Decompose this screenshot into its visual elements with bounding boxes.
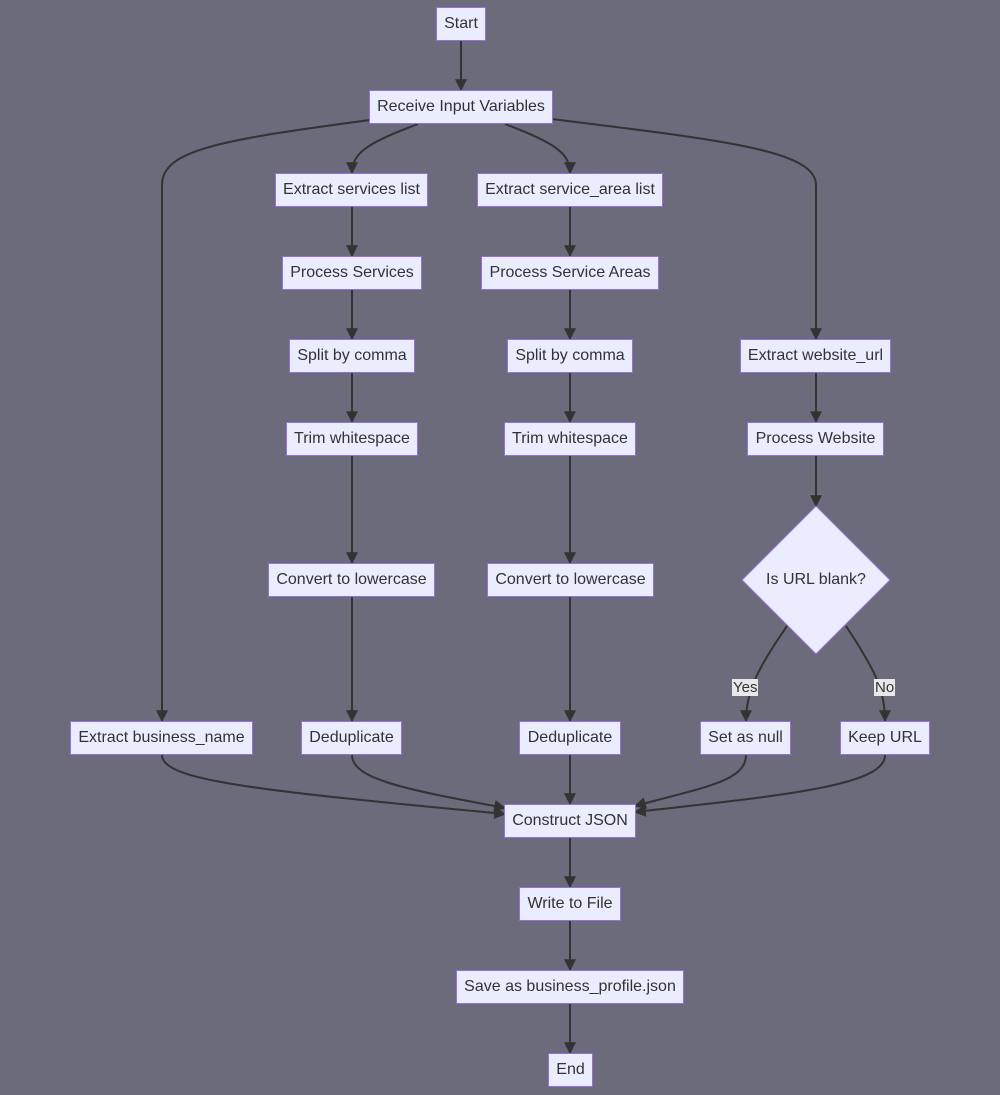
edge-decision-no (845, 625, 891, 723)
edge-dedup-services-json (351, 754, 507, 812)
end-node: End (548, 1053, 593, 1087)
start-node: Start (436, 7, 486, 41)
extract-business-name-node: Extract business_name (70, 721, 253, 755)
dedup-areas-node: Deduplicate (519, 721, 621, 755)
process-website-node: Process Website (747, 422, 884, 456)
edge-label-no: No (874, 679, 896, 696)
extract-website-node: Extract website_url (740, 339, 891, 373)
process-services-node: Process Services (282, 256, 422, 290)
keep-url-node: Keep URL (840, 721, 930, 755)
set-null-node: Set as null (700, 721, 791, 755)
edge-label-yes: Yes (732, 679, 759, 696)
trim-areas-node: Trim whitespace (504, 422, 636, 456)
url-blank-decision-label: Is URL blank? (766, 571, 866, 588)
receive-input-node: Receive Input Variables (369, 90, 553, 124)
process-service-areas-node: Process Service Areas (481, 256, 659, 290)
save-profile-node: Save as business_profile.json (456, 970, 684, 1004)
dedup-services-node: Deduplicate (301, 721, 402, 755)
lowercase-services-node: Convert to lowercase (268, 563, 435, 597)
edge-setnull-json (633, 754, 747, 809)
split-services-node: Split by comma (289, 339, 415, 373)
trim-services-node: Trim whitespace (286, 422, 418, 456)
write-file-node: Write to File (519, 887, 621, 921)
edge-keepurl-json (633, 754, 886, 817)
edge-receive-business-name (156, 119, 371, 723)
edge-receive-services (346, 123, 419, 175)
edge-receive-service-area (504, 123, 576, 175)
decision-diamond (741, 505, 891, 655)
extract-service-area-node: Extract service_area list (477, 173, 663, 207)
construct-json-node: Construct JSON (504, 804, 636, 838)
lowercase-areas-node: Convert to lowercase (487, 563, 654, 597)
edge-receive-website (551, 118, 822, 341)
edge-decision-yes (740, 625, 788, 723)
split-areas-node: Split by comma (507, 339, 633, 373)
edge-business-name-json (161, 754, 507, 819)
extract-services-node: Extract services list (275, 173, 428, 207)
